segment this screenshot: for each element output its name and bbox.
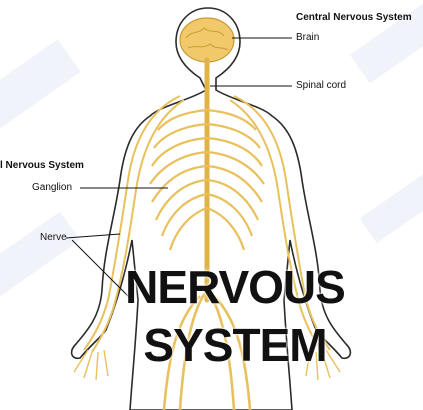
- nerve-label: Nerve: [40, 232, 67, 243]
- brain-label: Brain: [296, 32, 319, 43]
- ganglion-label: Ganglion: [32, 182, 72, 193]
- brain-shape: [180, 18, 234, 62]
- central-nervous-system-heading: Central Nervous System: [296, 12, 412, 23]
- peripheral-nervous-system-heading: l Nervous System: [0, 160, 84, 171]
- overlay-title-line-1: NERVOUS: [100, 264, 370, 310]
- spinal-cord-label: Spinal cord: [296, 80, 346, 91]
- overlay-title-line-2: SYSTEM: [100, 322, 370, 368]
